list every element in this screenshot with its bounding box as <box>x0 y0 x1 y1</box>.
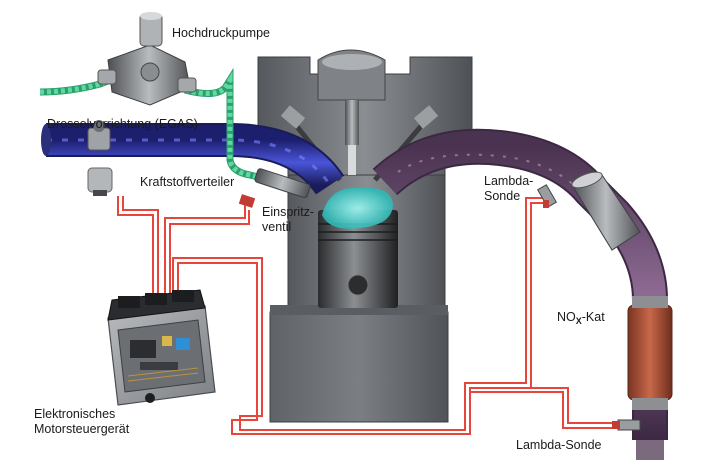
label-nox-prefix: NO <box>557 310 576 324</box>
fuel-rail-injector <box>238 168 311 208</box>
label-lambda-sonde-top: Lambda- Sonde <box>484 174 533 204</box>
label-steuergeraet-line1: Elektronisches <box>34 407 116 421</box>
nox-catalyst <box>627 296 673 460</box>
label-einspritzventil-line1: Einspritz- <box>262 205 315 219</box>
throttle-valve <box>87 120 113 196</box>
engine-control-unit <box>107 289 216 406</box>
lambda-sensor-upstream <box>536 184 558 208</box>
label-lambda-sonde-bottom: Lambda-Sonde <box>516 438 602 452</box>
fuel-spray <box>322 187 393 229</box>
label-nox-subscript: X <box>575 316 582 326</box>
exhaust-pipe <box>372 128 668 440</box>
label-lambda-sonde-top-line1: Lambda- <box>484 174 534 188</box>
pre-catalyst <box>571 171 641 251</box>
lambda-sensor-downstream <box>612 419 641 431</box>
intake-pipe <box>41 123 345 196</box>
spark-plug <box>345 100 359 175</box>
high-pressure-pump <box>97 12 197 106</box>
label-lambda-sonde-top-line2: Sonde <box>484 189 521 203</box>
label-drosselvorrichtung: Drosselvorrichtung (EGAS) <box>47 117 198 131</box>
label-kraftstoffverteiler: Kraftstoffverteiler <box>140 175 235 189</box>
piston <box>318 210 398 308</box>
label-hochdruckpumpe: Hochdruckpumpe <box>172 26 270 40</box>
label-steuergeraet-line2: Motorsteuergerät <box>34 422 130 436</box>
label-motorsteuergeraet: Elektronisches Motorsteuergerät <box>34 407 129 437</box>
label-einspritzventil-line2: ventil <box>262 220 292 234</box>
label-nox-kat: NOX-Kat <box>557 310 605 329</box>
label-einspritzventil: Einspritz- ventil <box>262 205 314 235</box>
label-nox-suffix: -Kat <box>581 310 605 324</box>
signal-wires <box>117 196 620 435</box>
